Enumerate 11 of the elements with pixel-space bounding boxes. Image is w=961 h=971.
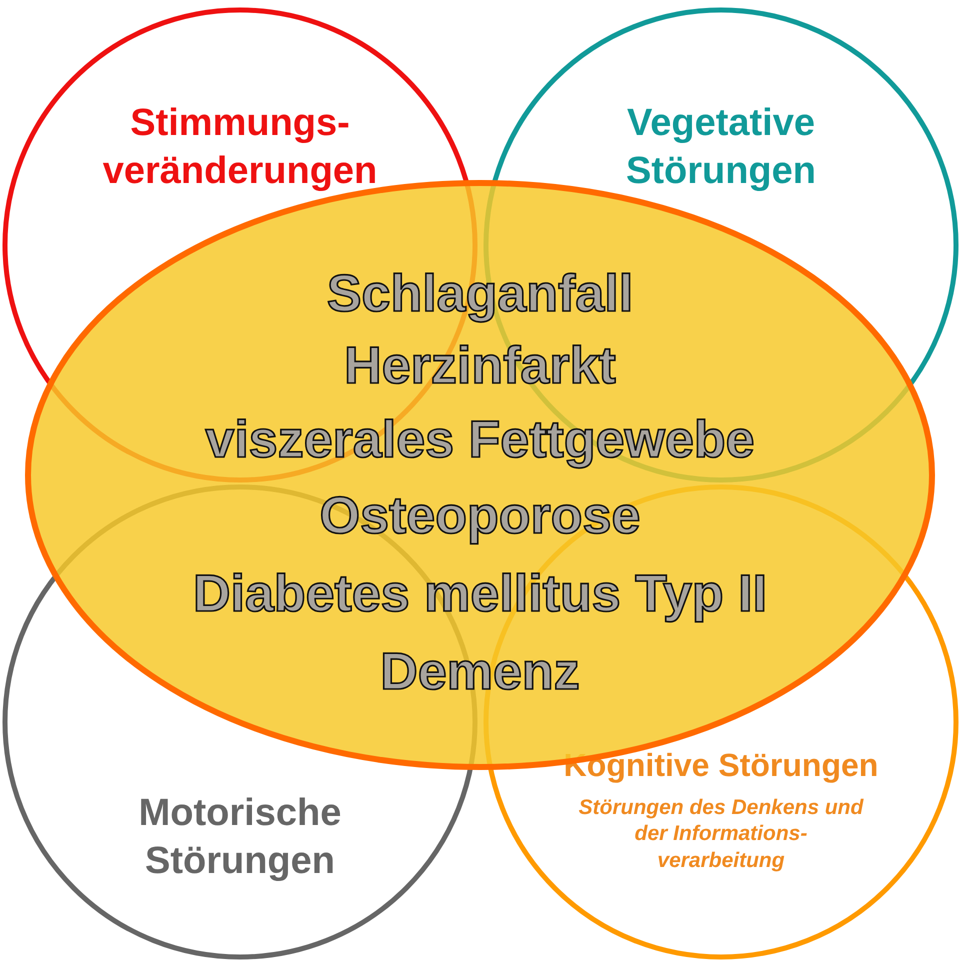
condition-text: Demenz xyxy=(379,644,581,702)
condition-text: viszerales Fettgewebe xyxy=(204,412,756,470)
category-title: Kognitive Störungen xyxy=(562,746,880,785)
condition-text: Schlaganfall xyxy=(326,266,634,324)
category-title: Vegetative Störungen xyxy=(625,101,817,194)
condition-text: Osteoporose xyxy=(318,488,642,546)
category-title: Stimmungs- veränderungen xyxy=(102,101,378,194)
category-title: Motorische Störungen xyxy=(138,791,342,884)
description-text: Störungen des Denkens und der Informations- verarbeitung xyxy=(578,795,865,874)
condition-text: Herzinfarkt xyxy=(343,338,617,396)
condition-text: Diabetes mellitus Typ II xyxy=(192,566,768,624)
